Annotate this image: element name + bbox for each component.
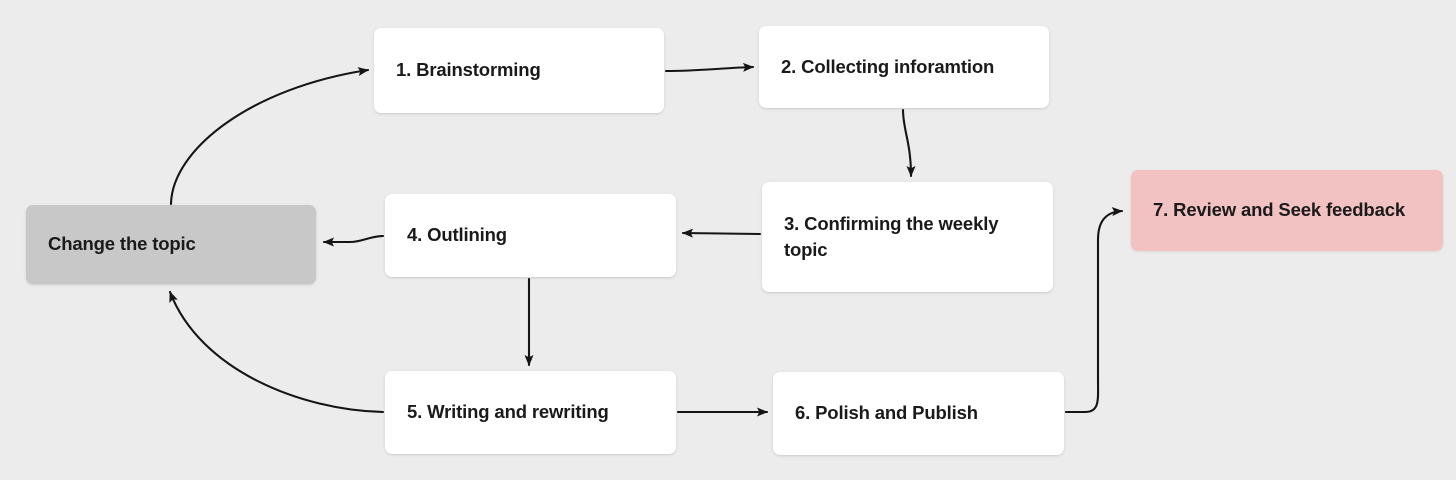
edge-step-3-to-step-4 xyxy=(681,228,762,238)
node-step-4-outlining[interactable]: 4. Outlining xyxy=(385,194,676,277)
node-step-5-writing-and-rewriting[interactable]: 5. Writing and rewriting xyxy=(385,371,676,454)
edge-step-4-to-change-topic xyxy=(322,234,385,247)
node-step-3-confirming-the-weekly-topic[interactable]: 3. Confirming the weekly topic xyxy=(762,182,1053,292)
edge-step-1-to-step-2 xyxy=(664,62,755,73)
edge-step-5-to-change-topic xyxy=(168,290,385,414)
edge-step-6-to-step-7 xyxy=(1064,207,1124,414)
edge-change-topic-to-step-1 xyxy=(169,67,370,206)
node-label: 5. Writing and rewriting xyxy=(407,401,609,423)
node-step-6-polish-and-publish[interactable]: 6. Polish and Publish xyxy=(773,372,1064,455)
node-step-2-collecting-information[interactable]: 2. Collecting inforamtion xyxy=(759,26,1049,108)
node-label: 2. Collecting inforamtion xyxy=(781,55,995,77)
node-label: 3. Confirming the weekly topic xyxy=(784,212,999,260)
node-change-the-topic[interactable]: Change the topic xyxy=(26,205,316,284)
node-label: Change the topic xyxy=(48,233,196,255)
node-label: 7. Review and Seek feedback xyxy=(1153,199,1405,221)
node-label: 6. Polish and Publish xyxy=(795,402,978,424)
node-label: 1. Brainstorming xyxy=(396,59,541,81)
node-step-1-brainstorming[interactable]: 1. Brainstorming xyxy=(374,28,664,113)
node-label: 4. Outlining xyxy=(407,224,507,246)
node-step-7-review-and-seek-feedback[interactable]: 7. Review and Seek feedback xyxy=(1131,170,1443,251)
edge-step-2-to-step-3 xyxy=(901,108,916,178)
